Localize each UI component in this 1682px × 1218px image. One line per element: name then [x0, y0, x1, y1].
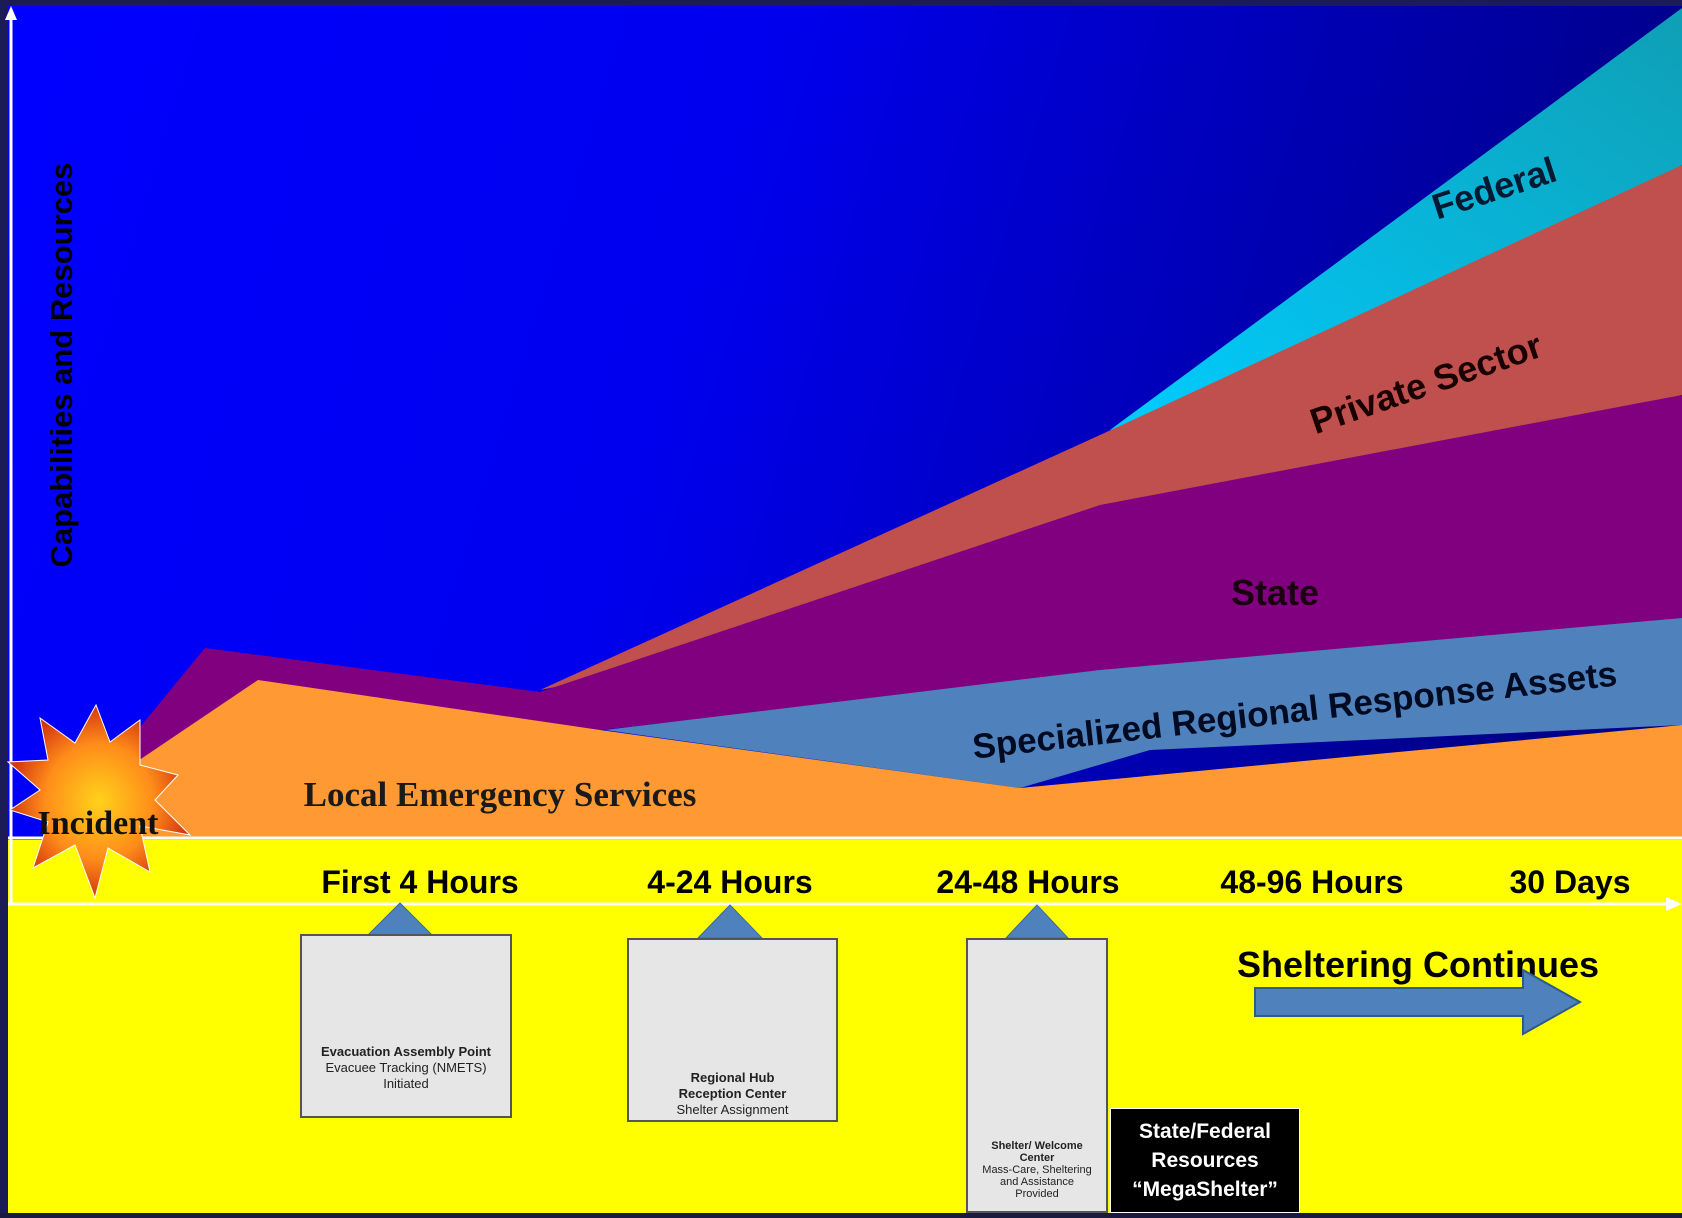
assembly-detail: Evacuee Tracking (NMETS) Initiated [325, 1060, 487, 1091]
sheltering-continues-label: Sheltering Continues [1237, 944, 1599, 985]
megashelter-line1: State/Federal [1139, 1120, 1271, 1143]
phase-first-4-hours: First 4 Hours [321, 864, 518, 900]
evacuation-assembly-box: Evacuation Assembly Point Evacuee Tracki… [300, 934, 512, 1118]
sheltering-continues-arrow-icon [1254, 968, 1583, 1036]
megashelter-box: State/Federal Resources “MegaShelter” [1110, 1108, 1300, 1213]
time-axis-arrow [1666, 897, 1682, 911]
assembly-title: Evacuation Assembly Point [320, 1044, 491, 1059]
shelter-detail: Mass-Care, Sheltering and Assistance Pro… [982, 1164, 1092, 1200]
shelter-welcome-box: Shelter/ Welcome Center Mass-Care, Shelt… [966, 938, 1108, 1213]
y-axis-arrow [5, 6, 17, 20]
private-sector-layer [540, 165, 1682, 690]
hub-detail: Shelter Assignment [676, 1102, 789, 1117]
megashelter-line3: “MegaShelter” [1132, 1178, 1278, 1201]
hub-title: Regional Hub Reception Center [678, 1070, 787, 1101]
regional-hub-box: Regional Hub Reception Center Shelter As… [627, 938, 838, 1122]
timeline-band [8, 840, 1682, 1213]
megashelter-line2: Resources [1151, 1149, 1259, 1172]
phase-30-days: 30 Days [1510, 864, 1631, 900]
state-label: State [1231, 572, 1319, 613]
state-layer [80, 395, 1682, 800]
specialized-regional-layer [605, 618, 1682, 788]
phase-48-96-hours: 48-96 Hours [1220, 864, 1403, 900]
shelter-title: Shelter/ Welcome Center [991, 1140, 1083, 1164]
phase-24-48-hours: 24-48 Hours [936, 864, 1119, 900]
incident-label: Incident [38, 805, 160, 842]
federal-layer [1110, 8, 1682, 430]
phase-4-24-hours: 4-24 Hours [647, 864, 812, 900]
incident-starburst-icon [6, 703, 192, 900]
local-emergency-layer [80, 680, 1682, 840]
local-emergency-label: Local Emergency Services [304, 775, 697, 814]
y-axis-label: Capabilities and Resources [44, 163, 79, 568]
